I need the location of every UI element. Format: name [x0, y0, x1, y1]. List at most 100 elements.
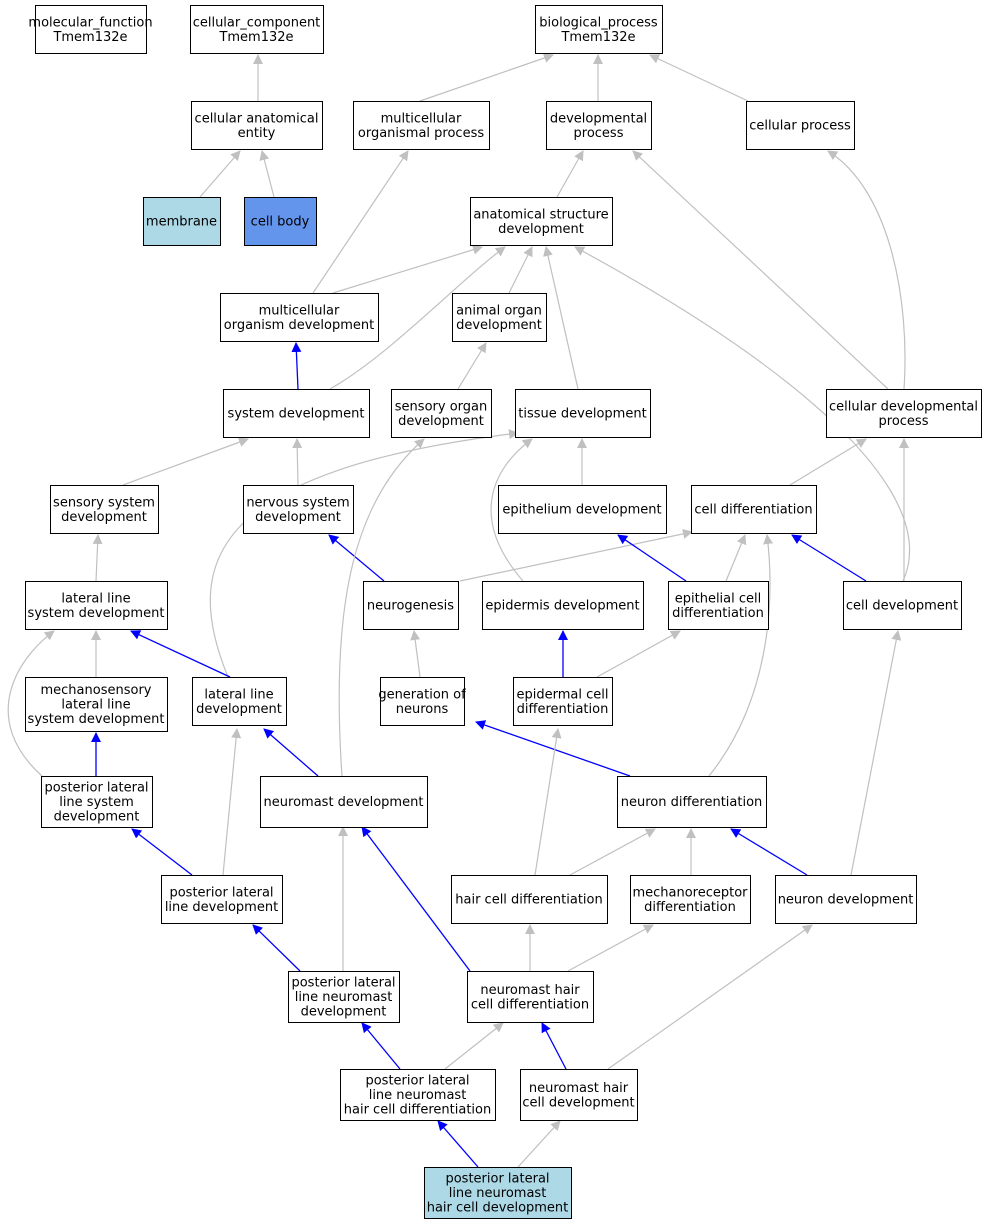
node-ndev[interactable]: neuron development: [775, 875, 917, 924]
node-box: [391, 389, 492, 438]
node-ng[interactable]: neurogenesis: [363, 581, 459, 630]
node-epid[interactable]: epidermis development: [482, 581, 644, 630]
node-label-line: neuron differentiation: [621, 795, 763, 810]
edge-cb-to-cae: [259, 150, 275, 198]
edge-plld-to-pllsd: [131, 828, 193, 876]
node-label-line: development: [456, 318, 542, 333]
node-label-line: development: [54, 810, 140, 825]
node-label-line: neurogenesis: [367, 599, 454, 614]
node-box: [260, 776, 428, 828]
edge-sd-to-asd: [329, 246, 506, 390]
node-label-line: system development: [228, 407, 365, 422]
node-label-line: organism development: [224, 318, 374, 333]
edge-pllnhcdiff-to-pllnd: [361, 1022, 401, 1070]
edge-cp-to-bp: [649, 54, 749, 102]
node-box: [451, 875, 608, 924]
edge-ssd-to-sd: [122, 437, 249, 486]
node-box: [535, 5, 663, 54]
node-td[interactable]: tissue development: [515, 389, 651, 438]
node-label-line: differentiation: [672, 606, 764, 621]
edge-aod-to-asd: [508, 246, 533, 294]
node-box: [826, 389, 982, 438]
edge-nmd-to-lld: [263, 728, 319, 777]
edge-nhcdev-to-nhcd: [541, 1022, 567, 1070]
node-sd[interactable]: system development: [223, 389, 370, 438]
node-mem[interactable]: membrane: [143, 197, 221, 246]
node-label-line: development: [61, 510, 147, 525]
node-label-line: posterior lateral: [44, 781, 148, 796]
node-label-line: cell development: [522, 1095, 634, 1110]
node-label-line: development: [498, 222, 584, 237]
node-label-line: multicellular: [381, 111, 462, 126]
edge-ng-to-cdiff: [459, 528, 693, 582]
node-label-line: epithelial cell: [675, 591, 762, 606]
node-cp[interactable]: cellular process: [746, 101, 855, 150]
node-box: [353, 101, 490, 150]
node-label-line: cell development: [846, 599, 958, 614]
node-box: [35, 5, 147, 54]
node-celldev[interactable]: cell development: [843, 581, 962, 630]
node-label-line: lateral line: [204, 687, 273, 702]
node-label-line: cell body: [251, 215, 310, 230]
node-cb[interactable]: cell body: [244, 197, 317, 246]
node-ed[interactable]: epithelium development: [498, 485, 667, 534]
node-label-line: membrane: [146, 215, 217, 230]
edge-ecd-to-cdiff: [725, 534, 747, 582]
node-nmd[interactable]: neuromast development: [260, 776, 428, 828]
node-box: [288, 971, 400, 1023]
node-label-line: line system: [59, 795, 134, 810]
edge-hcd-to-epcd: [534, 728, 562, 876]
node-cdiff[interactable]: cell differentiation: [691, 485, 817, 534]
node-label-line: developmental: [550, 111, 647, 126]
node-box: [143, 197, 221, 246]
node-box: [191, 101, 323, 150]
node-box: [223, 389, 370, 438]
node-label-line: development: [301, 1005, 387, 1020]
node-label-line: differentiation: [517, 702, 609, 717]
node-label-line: tissue development: [518, 407, 646, 422]
edge-nhcdev-to-ndev: [607, 924, 813, 1070]
edge-celldev-to-cdiff: [791, 534, 867, 582]
node-nd[interactable]: neuron differentiation: [617, 776, 767, 828]
node-box: [50, 485, 159, 534]
node-label-line: sensory organ: [395, 399, 487, 414]
node-label-line: posterior lateral: [169, 885, 273, 900]
node-label-line: line neuromast: [449, 1186, 547, 1201]
node-label-line: Tmem132e: [560, 30, 635, 45]
node-box: [243, 485, 354, 534]
node-box: [668, 581, 769, 630]
edge-pllnhcdev-to-nhcdev: [517, 1120, 561, 1168]
node-box: [546, 101, 652, 150]
node-box: [775, 875, 917, 924]
node-hcd[interactable]: hair cell differentiation: [451, 875, 608, 924]
edge-nhcd-to-nmd: [361, 826, 471, 972]
node-box: [25, 581, 168, 630]
